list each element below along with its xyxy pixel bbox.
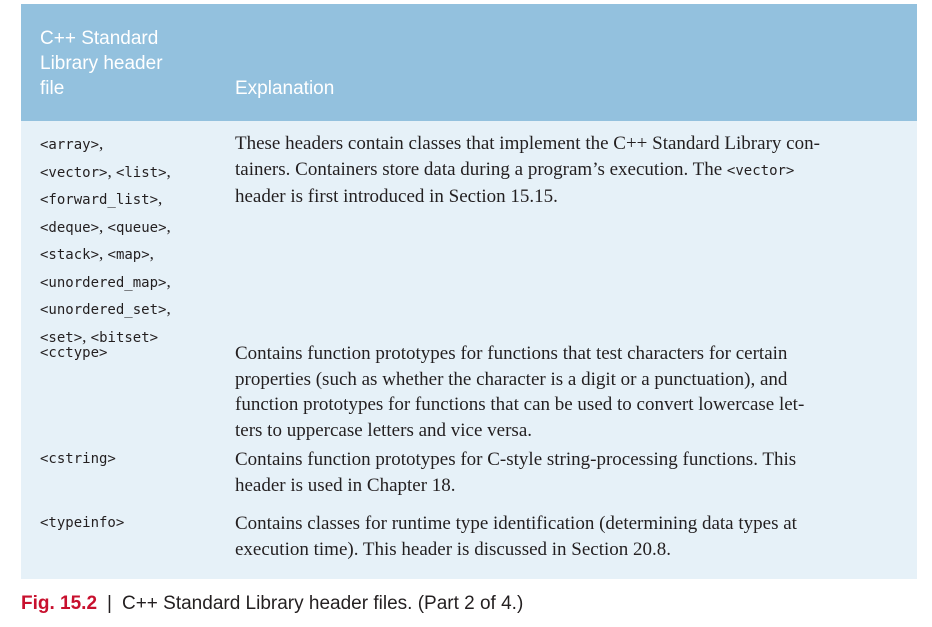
figure-caption: Fig. 15.2 | C++ Standard Library header fi… — [21, 592, 523, 616]
header-file-list: <typeinfo> — [40, 511, 236, 537]
header-file-list: <cstring> — [40, 447, 236, 473]
header-file-list: <array>, <vector>, <list>, <forward_list… — [40, 134, 171, 346]
explanation-line: Contains classes for runtime type identi… — [235, 513, 797, 534]
header-name: <cstring> — [40, 451, 116, 467]
header-name: <cctype> — [40, 345, 108, 361]
explanation-text: Contains function prototypes for C-style… — [235, 447, 905, 498]
header-name: <stack> — [40, 247, 100, 263]
header-name: <typeinfo> — [40, 515, 125, 531]
header-name: <map> — [107, 247, 150, 263]
explanation-line: execution time). This header is discusse… — [235, 538, 672, 560]
figure-table: C++ Standard Library header file Explana… — [21, 4, 917, 579]
header-column-explanation: Explanation — [235, 78, 335, 99]
header-name: <unordered_set> — [40, 302, 167, 318]
header-name: <array> — [40, 137, 100, 153]
explanation-text: Contains classes for runtime type identi… — [235, 511, 905, 562]
header-name: <set> — [40, 329, 83, 346]
header-name: <unordered_map> — [40, 274, 167, 291]
figure-label: Fig. 15.2 — [21, 593, 98, 614]
explanation-line: ters to uppercase letters and vice versa… — [235, 419, 533, 441]
header-column-file: C++ Standard Library header file — [40, 28, 163, 99]
explanation-line: Contains function prototypes for C-style… — [235, 449, 797, 470]
explanation-line: header is first introduced in Section 15… — [235, 186, 558, 207]
explanation-line: Contains function prototypes for functio… — [235, 343, 788, 364]
caption-separator: | — [107, 593, 112, 614]
explanation-line: tainers. Containers store data during a … — [235, 157, 905, 185]
header-name: <list> — [115, 164, 167, 181]
explanation-line: These headers contain classes that imple… — [235, 133, 820, 154]
explanation-text: These headers contain classes that imple… — [235, 131, 905, 210]
explanation-line: properties (such as whether the characte… — [235, 368, 788, 390]
explanation-line: function prototypes for functions that c… — [235, 394, 805, 415]
header-name: <queue> — [107, 219, 167, 236]
explanation-fragment: tainers. Containers store data during a … — [235, 158, 727, 180]
explanation-line: header is used in Chapter 18. — [235, 474, 456, 496]
header-name: <bitset> — [90, 329, 159, 346]
header-name: <vector> — [40, 164, 108, 181]
table-body: <array>, <vector>, <list>, <forward_list… — [21, 121, 917, 579]
table-header: C++ Standard Library header file Explana… — [21, 4, 917, 121]
header-name: <deque> — [40, 219, 100, 236]
header-file-list: <cctype> — [40, 341, 236, 367]
caption-text: C++ Standard Library header files. (Part… — [121, 593, 524, 614]
inline-code: <vector> — [726, 162, 795, 179]
header-name: <forward_list> — [40, 192, 159, 208]
explanation-text: Contains function prototypes for functio… — [235, 341, 905, 443]
